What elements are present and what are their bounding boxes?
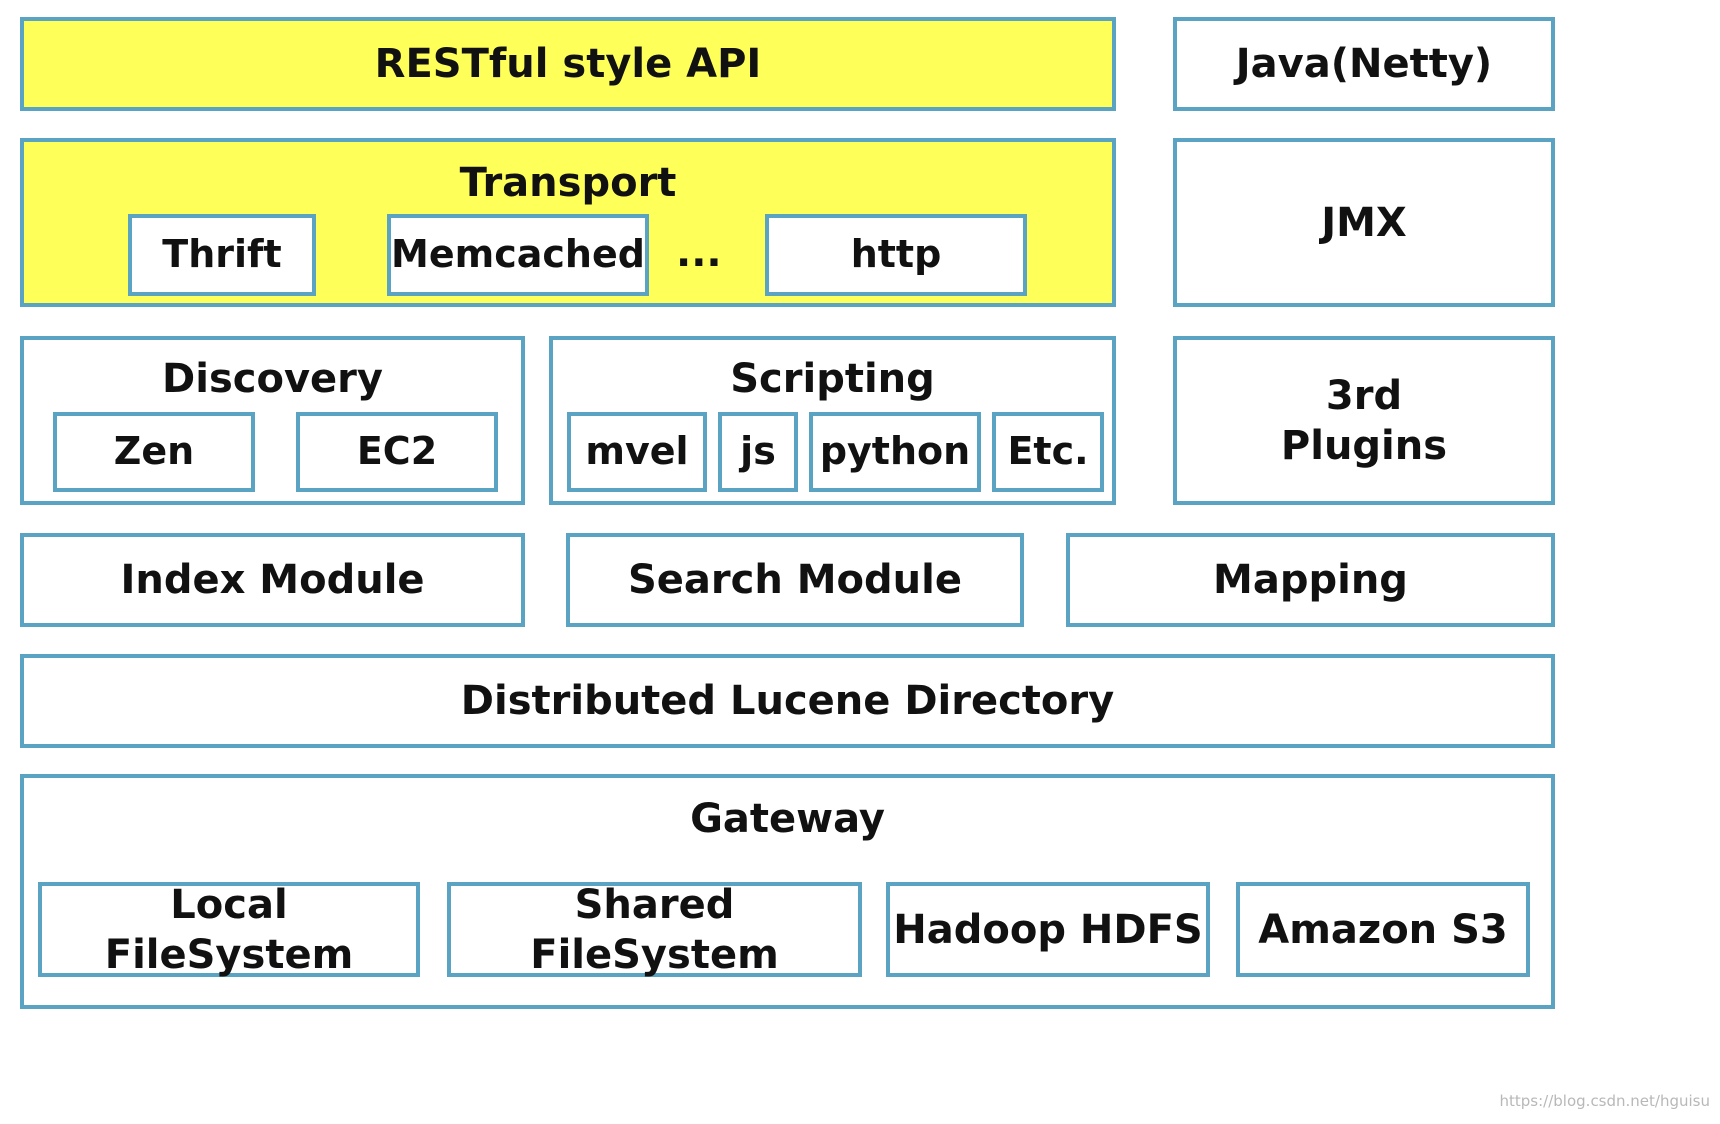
- java-netty-label: Java(Netty): [1235, 41, 1493, 87]
- restful-api-label: RESTful style API: [374, 41, 762, 87]
- mapping-module: Mapping: [1066, 533, 1555, 627]
- index-module-label: Index Module: [120, 557, 425, 603]
- scripting-item-label: mvel: [585, 429, 689, 474]
- index-module: Index Module: [20, 533, 525, 627]
- scripting-item-python: python: [809, 412, 981, 492]
- discovery-title: Discovery: [162, 356, 383, 402]
- scripting-item-mvel: mvel: [567, 412, 707, 492]
- scripting-item-label: js: [740, 429, 776, 474]
- mapping-label: Mapping: [1213, 557, 1408, 603]
- discovery-item-ec2: EC2: [296, 412, 498, 492]
- scripting-item-js: js: [718, 412, 798, 492]
- watermark-text: https://blog.csdn.net/hguisu: [1499, 1092, 1710, 1110]
- plugins-label-line2: Plugins: [1280, 422, 1448, 469]
- gateway-item-hdfs: Hadoop HDFS: [886, 882, 1210, 977]
- plugins-label-line1: 3rd: [1325, 372, 1403, 419]
- gateway-item-label: Amazon S3: [1258, 906, 1508, 953]
- lucene-directory-label: Distributed Lucene Directory: [460, 678, 1115, 724]
- scripting-item-label: python: [819, 429, 971, 474]
- transport-item-label: http: [850, 232, 942, 277]
- transport-item-label: Memcached: [391, 232, 645, 277]
- transport-layer: Transport Thrift Memcached ... http: [20, 138, 1116, 307]
- transport-item-memcached: Memcached: [387, 214, 649, 296]
- gateway-item-label: Local FileSystem: [104, 881, 354, 978]
- search-module-label: Search Module: [627, 557, 962, 603]
- search-module: Search Module: [566, 533, 1024, 627]
- scripting-module: Scripting mvel js python Etc.: [549, 336, 1116, 505]
- gateway-item-local-fs: Local FileSystem: [38, 881, 420, 978]
- gateway-layer: Gateway Local FileSystem Shared FileSyst…: [20, 774, 1555, 1009]
- discovery-item-zen: Zen: [53, 412, 255, 492]
- transport-item-thrift: Thrift: [128, 214, 316, 296]
- scripting-item-etc: Etc.: [992, 412, 1104, 492]
- java-netty-box: Java(Netty): [1173, 17, 1555, 111]
- discovery-item-label: EC2: [356, 429, 438, 474]
- gateway-title: Gateway: [690, 796, 885, 842]
- gateway-item-s3: Amazon S3: [1236, 882, 1530, 977]
- discovery-module: Discovery Zen EC2: [20, 336, 525, 505]
- jmx-label: JMX: [1321, 199, 1407, 246]
- transport-title: Transport: [459, 160, 677, 206]
- discovery-item-label: Zen: [113, 429, 195, 474]
- scripting-item-label: Etc.: [1007, 429, 1089, 474]
- gateway-item-label: Shared FileSystem: [530, 881, 779, 978]
- gateway-item-shared-fs: Shared FileSystem: [447, 881, 862, 978]
- transport-item-label: Thrift: [162, 232, 282, 277]
- jmx-box: JMX: [1173, 138, 1555, 307]
- transport-ellipsis: ...: [676, 230, 722, 276]
- transport-item-http: http: [765, 214, 1027, 296]
- lucene-directory-layer: Distributed Lucene Directory: [20, 654, 1555, 748]
- plugins-box: 3rd Plugins: [1173, 336, 1555, 505]
- scripting-title: Scripting: [730, 356, 935, 402]
- gateway-item-label: Hadoop HDFS: [893, 906, 1203, 953]
- restful-api-layer: RESTful style API: [20, 17, 1116, 111]
